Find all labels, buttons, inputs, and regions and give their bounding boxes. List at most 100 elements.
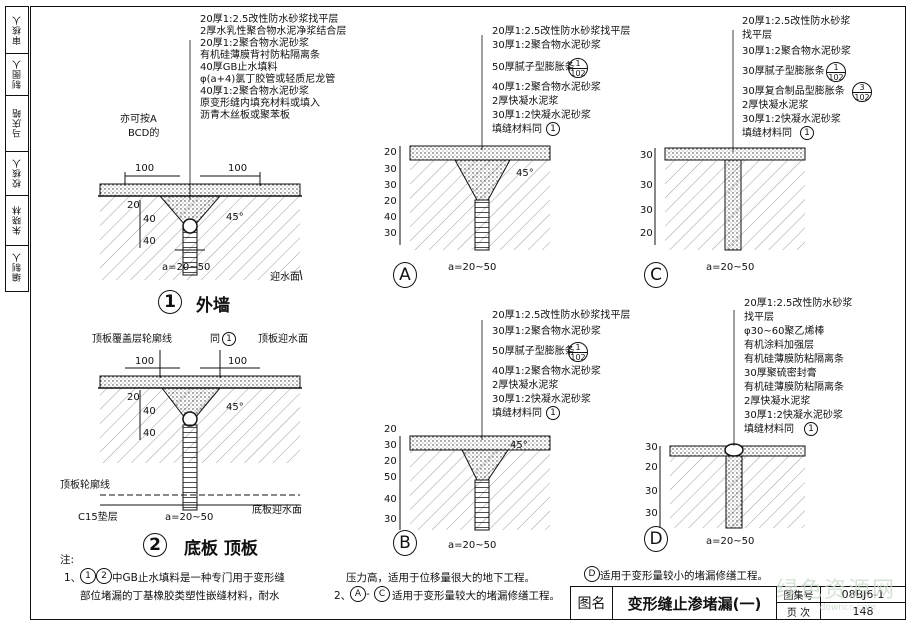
detail-2-label: 顶板轮廓线 <box>60 480 110 491</box>
detail-d-gap: a=20~50 <box>706 536 755 547</box>
detail-c-layer-label: 30厚1:2聚合物水泥砂浆 <box>742 46 851 57</box>
note-text: 适用于变形量较大的堵漏修缮工程。 <box>392 590 560 602</box>
note-ref-circle: D <box>584 566 600 582</box>
signature-cell: 朱晓林 <box>6 195 28 246</box>
detail-d-layer-label: 有机硅薄膜防粘隔离条 <box>744 382 844 393</box>
detail-d-marker: D <box>644 526 668 552</box>
detail-b-marker: B <box>393 530 417 556</box>
page-title: 变形缝止渗堵漏(一) <box>613 587 777 619</box>
detail-a-marker: A <box>393 262 417 288</box>
detail-1-dim-right: 100 <box>228 163 248 174</box>
title-page-label: 页 次 <box>777 603 821 619</box>
detail-2-gap: a=20~50 <box>165 512 214 523</box>
note-ref-circle: 2 <box>96 568 112 584</box>
note-ref-circle: A <box>350 586 366 602</box>
detail-b-layer-label: 2厚快凝水泥浆 <box>492 380 559 391</box>
detail-1-caption: 外墙 <box>196 296 230 316</box>
detail-a-vdim: 30 <box>384 180 397 191</box>
note-1-index: 1、 <box>64 572 82 584</box>
signature-cell: 审核人 <box>6 7 28 54</box>
detail-d-layer-label: 有机涂料加强层 <box>744 340 814 351</box>
detail-c-vdim: 30 <box>640 180 653 191</box>
detail-a-ref-num: 1 <box>569 59 587 69</box>
detail-d-layer-label: 2厚快凝水泥浆 <box>744 396 811 407</box>
detail-2-label: C15垫层 <box>78 512 118 523</box>
detail-c-layer-label: 20厚1:2.5改性防水砂浆 <box>742 16 851 27</box>
detail-b-layer-label: 50厚腻子型膨胀条 <box>492 346 575 357</box>
detail-a-vdim: 30 <box>384 164 397 175</box>
detail-1-dim-left: 100 <box>135 163 155 174</box>
detail-c-ref2-sheet: 102 <box>854 93 870 102</box>
title-name-label: 图名 <box>571 587 613 619</box>
detail-b-gap: a=20~50 <box>448 540 497 551</box>
detail-a-section <box>399 35 551 251</box>
detail-a-layer-label: 2厚快凝水泥浆 <box>492 96 559 107</box>
detail-c-ref1-sheet: 102 <box>828 73 844 82</box>
detail-a-vdim: 30 <box>384 228 397 239</box>
detail-d-layer-label: 有机硅薄膜防粘隔离条 <box>744 354 844 365</box>
detail-2-vdim: 40 <box>143 406 156 417</box>
detail-2-ref-circle: 1 <box>222 332 236 346</box>
detail-1-layer-label: 40厚GB止水填料 <box>200 62 278 73</box>
detail-1-side-label: 迎水面 <box>270 272 300 283</box>
note-ref-circle: 1 <box>80 568 96 584</box>
detail-d-layer-label: 找平层 <box>744 312 774 323</box>
detail-b-layer-label: 30厚1:2快凝水泥砂浆 <box>492 394 591 405</box>
title-page-number: 148 <box>852 604 874 618</box>
detail-2-label: 顶板覆盖层轮廓线 <box>92 334 172 345</box>
note-2-index: 2、 <box>334 590 352 602</box>
detail-a-vdim: 20 <box>384 196 397 207</box>
detail-b-vdim: 20 <box>384 424 397 435</box>
detail-b-vdim: 30 <box>384 514 397 525</box>
detail-c-ref1-num: 1 <box>827 63 845 73</box>
detail-b-vdim: 30 <box>384 440 397 451</box>
detail-c-vdim: 30 <box>640 205 653 216</box>
detail-a-layer-label: 30厚1:2聚合物水泥砂浆 <box>492 40 601 51</box>
detail-b-vdim: 20 <box>384 456 397 467</box>
detail-c-layer-label: 填缝材料同 <box>742 128 792 139</box>
detail-2-vdim: 20 <box>127 392 140 403</box>
detail-1-layer-label: 沥青木丝板或聚苯板 <box>200 110 290 121</box>
detail-b-layer-label: 填缝材料同 <box>492 408 542 419</box>
detail-1-layer-label: 有机硅薄膜背衬防粘隔离条 <box>200 50 320 61</box>
note-ref-circle: C <box>374 586 390 602</box>
note-text: 中GB止水填料是一种专门用于变形缝 <box>112 572 285 584</box>
detail-d-layer-label: 30厚聚硫密封膏 <box>744 368 817 379</box>
detail-2-label: 底板迎水面 <box>252 505 302 516</box>
note-text: 压力高，适用于位移量很大的地下工程。 <box>346 572 535 584</box>
detail-2-angle: 45° <box>226 402 244 413</box>
detail-d-vdim: 20 <box>645 462 658 473</box>
detail-c-layer-label: 2厚快凝水泥浆 <box>742 100 809 111</box>
detail-1-layer-label: 20厚1:2聚合物水泥砂浆 <box>200 38 309 49</box>
detail-d-layer-label: 填缝材料同 <box>744 424 794 435</box>
detail-d-layer-label: φ30~60聚乙烯棒 <box>744 326 825 337</box>
detail-1-gap: a=20~50 <box>162 262 211 273</box>
detail-2-number: 2 <box>143 533 167 557</box>
detail-b-fill-ref: 1 <box>546 406 560 420</box>
detail-b-layer-label: 20厚1:2.5改性防水砂浆找平层 <box>492 310 631 321</box>
note-text: 适用于变形量较小的堵漏修缮工程。 <box>600 570 768 582</box>
detail-a-layer-label: 30厚1:2快凝水泥砂浆 <box>492 110 591 121</box>
signature-cell: 制图人 <box>6 53 28 96</box>
signature-strip: 审核人 制图人 马庆皓 校核人 朱晓林 编制人 <box>5 6 29 292</box>
detail-d-vdim: 30 <box>645 442 658 453</box>
detail-a-layer-label: 50厚腻子型膨胀条 <box>492 62 575 73</box>
detail-a-ref-sheet: 102 <box>570 69 586 78</box>
detail-1-layer-label: 40厚1:2聚合物水泥砂浆 <box>200 86 309 97</box>
detail-b-layer-label: 30厚1:2聚合物水泥砂浆 <box>492 326 601 337</box>
detail-a-angle: 45° <box>516 168 534 179</box>
detail-d-vdim: 30 <box>645 486 658 497</box>
signature-cell: 马庆皓 <box>6 95 28 152</box>
notes-heading: 注: <box>60 554 75 566</box>
detail-c-gap: a=20~50 <box>706 262 755 273</box>
detail-d-layer-label: 20厚1:2.5改性防水砂浆 <box>744 298 853 309</box>
watermark-url: downcc.com <box>819 603 876 613</box>
watermark: 绿色资源网 <box>775 578 896 603</box>
detail-d-fill-ref: 1 <box>804 422 818 436</box>
detail-a-vdim: 40 <box>384 212 397 223</box>
note-text: - <box>366 588 370 600</box>
detail-a-gap: a=20~50 <box>448 262 497 273</box>
detail-d-layer-label: 30厚1:2快凝水泥砂浆 <box>744 410 843 421</box>
title-set-label: 图集号 <box>777 587 821 603</box>
